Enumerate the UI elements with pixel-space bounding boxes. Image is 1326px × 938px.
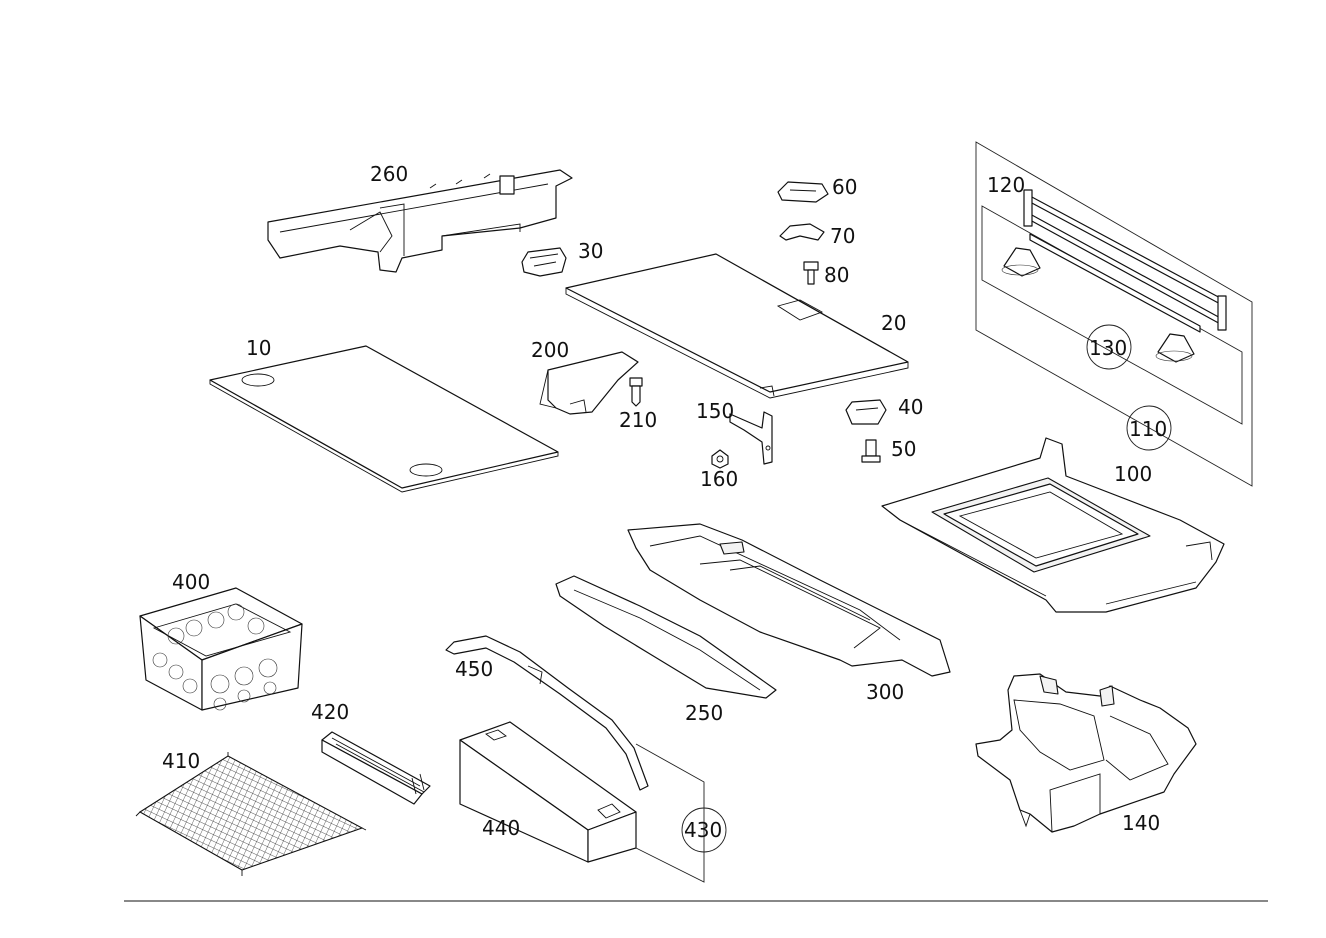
- label-410: 410: [162, 749, 200, 773]
- label-110: 110: [1129, 417, 1167, 441]
- label-10: 10: [246, 336, 271, 360]
- callout-circle-130: [1086, 324, 1132, 370]
- part-410-cargo-net: [135, 752, 367, 876]
- label-150: 150: [696, 399, 734, 423]
- label-30: 30: [578, 239, 603, 263]
- label-430: 430: [684, 818, 722, 842]
- label-440: 440: [482, 816, 520, 840]
- label-160: 160: [700, 467, 738, 491]
- part-200-bracket: [539, 351, 639, 415]
- label-300: 300: [866, 680, 904, 704]
- part-20-load-floor: [565, 253, 909, 399]
- part-70-clip: [779, 223, 825, 241]
- callout-circle-110: [1126, 405, 1172, 451]
- part-50-pin: [861, 439, 881, 463]
- part-420-roller-cassette: [321, 731, 431, 805]
- part-400-crate: [139, 587, 303, 711]
- part-450-strap: [445, 635, 649, 791]
- label-400: 400: [172, 570, 210, 594]
- part-60-cover-clip: [777, 181, 829, 203]
- label-50: 50: [891, 437, 916, 461]
- label-20: 20: [881, 311, 906, 335]
- part-440-storage-box: [459, 721, 637, 863]
- label-450: 450: [455, 657, 493, 681]
- label-100: 100: [1114, 462, 1152, 486]
- part-250-trim-strip: [555, 575, 777, 699]
- part-80-screw: [803, 261, 819, 285]
- part-260-shelf-bracket: [267, 169, 573, 273]
- label-60: 60: [832, 175, 857, 199]
- part-10-floor-panel: [209, 345, 559, 493]
- part-40-catch: [845, 399, 887, 425]
- label-130: 130: [1089, 336, 1127, 360]
- label-80: 80: [824, 263, 849, 287]
- part-100-floor-tray: [881, 437, 1225, 613]
- label-250: 250: [685, 701, 723, 725]
- part-160-nut: [711, 449, 729, 469]
- part-150-bracket: [729, 411, 773, 465]
- label-420: 420: [311, 700, 349, 724]
- label-140: 140: [1122, 811, 1160, 835]
- callout-circle-430: [681, 807, 727, 853]
- part-110-rail-kit: [975, 141, 1253, 487]
- label-260: 260: [370, 162, 408, 186]
- part-30-latch: [521, 247, 567, 277]
- part-140-storage-tub: [975, 673, 1197, 833]
- label-120: 120: [987, 173, 1025, 197]
- part-300-trim-tray: [627, 523, 951, 677]
- label-70: 70: [830, 224, 855, 248]
- label-200: 200: [531, 338, 569, 362]
- label-40: 40: [898, 395, 923, 419]
- label-210: 210: [619, 408, 657, 432]
- part-430-callout: [635, 743, 705, 883]
- part-210-bolt: [629, 377, 643, 407]
